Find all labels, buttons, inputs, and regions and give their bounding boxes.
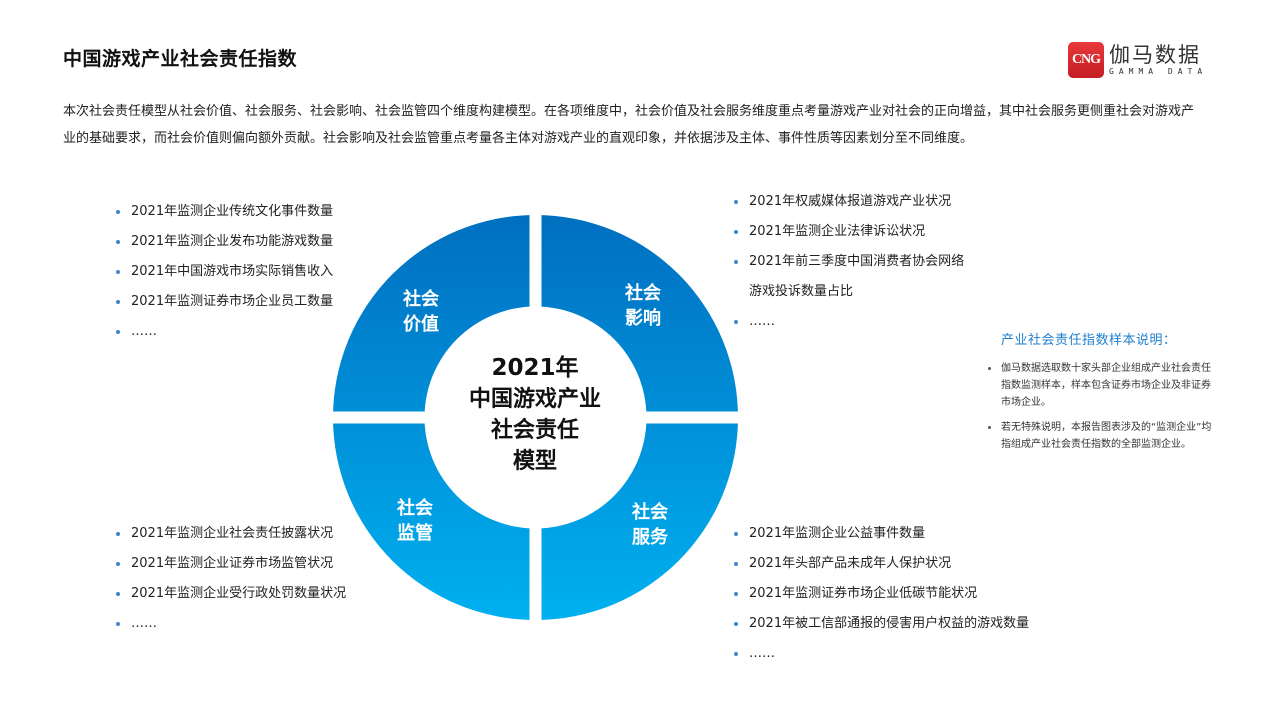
list-item-continuation: 游戏投诉数量占比 — [749, 284, 854, 299]
note-item: 若无特殊说明，本报告图表涉及的“监测企业”均指组成产业社会责任指数的全部监测企业… — [985, 419, 1219, 453]
logo-chinese-name: 伽马数据 — [1109, 43, 1201, 67]
sample-note: 产业社会责任指数样本说明： 伽马数据选取数十家头部企业组成产业社会责任指数监测样… — [985, 330, 1225, 461]
intro-paragraph: 本次社会责任模型从社会价值、社会服务、社会影响、社会监管四个维度构建模型。在各项… — [63, 104, 1195, 146]
segment-social-supervision: 社会监管 — [397, 498, 433, 544]
segment-social-value: 社会价值 — [403, 289, 439, 335]
page-title: 中国游戏产业社会责任指数 — [63, 48, 298, 70]
list-item: …… — [113, 317, 333, 347]
list-item: 2021年头部产品未成年人保护状况 — [731, 549, 1029, 579]
list-item: 2021年监测企业发布功能游戏数量 — [113, 227, 333, 257]
donut-ring — [333, 215, 738, 620]
list-item: 2021年监测证券市场企业低碳节能状况 — [731, 579, 1029, 609]
responsibility-model-donut: 社会价值 社会影响 社会监管 社会服务 2021年 中国游戏产业 社会责任 模型 — [333, 215, 738, 620]
note-title: 产业社会责任指数样本说明： — [1001, 333, 1177, 348]
list-item: 2021年监测证券市场企业员工数量 — [113, 287, 333, 317]
list-item: …… — [731, 639, 1029, 669]
list-item: …… — [113, 609, 346, 639]
model-center-title: 2021年 中国游戏产业 社会责任 模型 — [468, 355, 601, 474]
social-service-indicators: 2021年监测企业公益事件数量 2021年头部产品未成年人保护状况 2021年监… — [731, 519, 1029, 669]
list-item: 2021年监测企业社会责任披露状况 — [113, 519, 346, 549]
social-value-indicators: 2021年监测企业传统文化事件数量 2021年监测企业发布功能游戏数量 2021… — [113, 197, 333, 347]
social-supervision-indicators: 2021年监测企业社会责任披露状况 2021年监测企业证券市场监管状况 2021… — [113, 519, 346, 639]
list-item: …… — [731, 307, 964, 337]
note-item: 伽马数据选取数十家头部企业组成产业社会责任指数监测样本，样本包含证券市场企业及非… — [985, 360, 1219, 411]
segment-social-impact: 社会影响 — [625, 283, 661, 329]
segment-social-service: 社会服务 — [632, 502, 668, 548]
list-item: 2021年前三季度中国消费者协会网络 — [731, 247, 964, 277]
list-item: 2021年中国游戏市场实际销售收入 — [113, 257, 333, 287]
list-item: 2021年监测企业法律诉讼状况 — [731, 217, 964, 247]
list-item: 2021年被工信部通报的侵害用户权益的游戏数量 — [731, 609, 1029, 639]
list-item: 2021年监测企业证券市场监管状况 — [113, 549, 346, 579]
logo-mark-icon: CNG — [1068, 42, 1104, 78]
list-item: 2021年监测企业公益事件数量 — [731, 519, 1029, 549]
brand-logo: CNG 伽马数据 GAMMA DATA — [1068, 42, 1207, 78]
logo-english-name: GAMMA DATA — [1109, 67, 1208, 76]
social-impact-indicators: 2021年权威媒体报道游戏产业状况 2021年监测企业法律诉讼状况 2021年前… — [731, 187, 964, 337]
list-item: 2021年监测企业受行政处罚数量状况 — [113, 579, 346, 609]
list-item: 2021年监测企业传统文化事件数量 — [113, 197, 333, 227]
list-item: 2021年权威媒体报道游戏产业状况 — [731, 187, 964, 217]
